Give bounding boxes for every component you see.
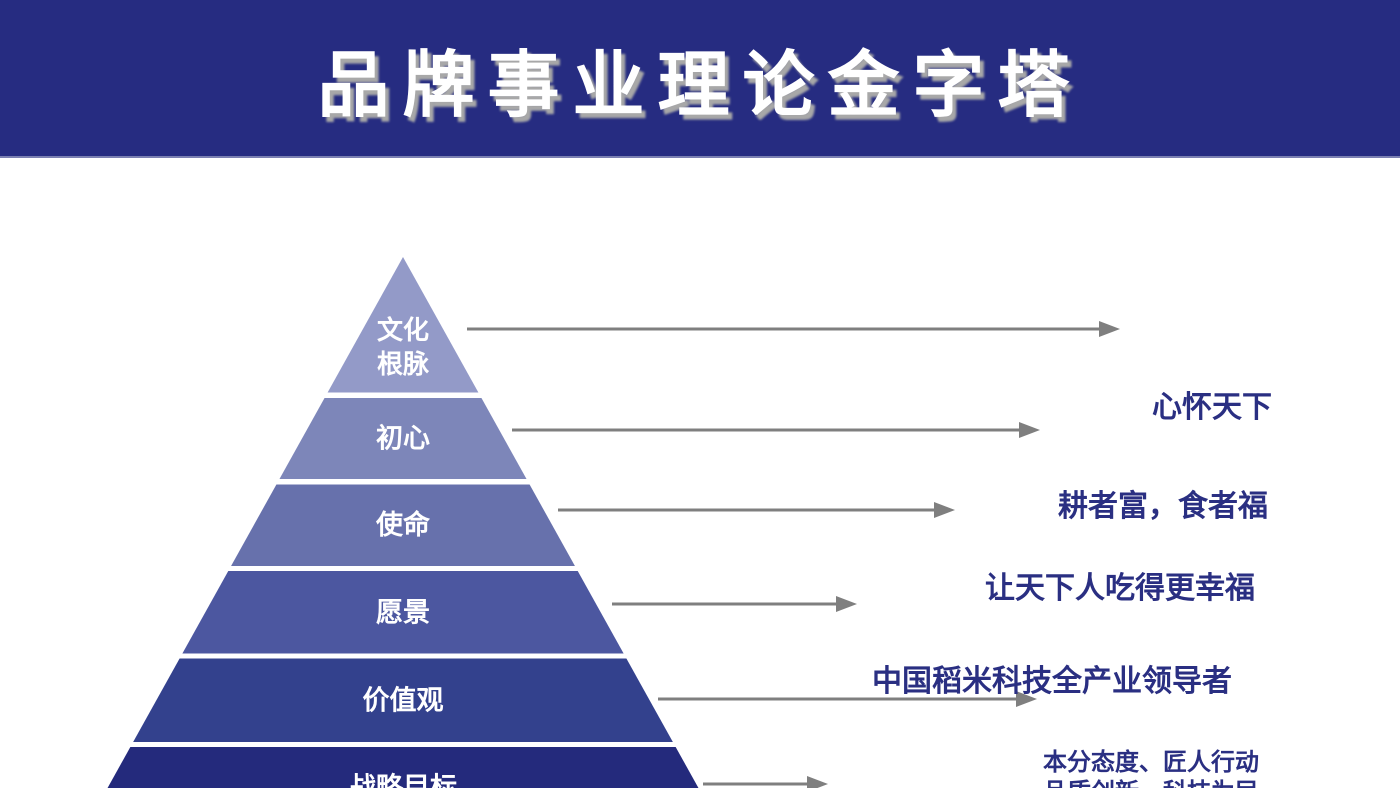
- pyramid-level-label: 使命: [375, 509, 431, 540]
- pyramid-level-label-line: 根脉: [377, 349, 430, 379]
- pyramid-level-label: 愿景: [376, 598, 430, 628]
- pyramid-level-label: 文化根脉: [377, 315, 430, 379]
- pyramid-level-label-line: 使命: [375, 509, 431, 540]
- pyramid-level-shape: [327, 257, 479, 393]
- pyramid-level-label: 初心: [376, 424, 430, 454]
- arrow-head-icon: [1016, 691, 1037, 707]
- pyramid-level-label-line: 愿景: [376, 598, 430, 628]
- pyramid-diagram: 文化根脉初心使命愿景价值观战略目标 心怀天下耕者富，食者福让天下人吃得更幸福中国…: [0, 158, 1400, 788]
- pyramid-level-shape: [107, 747, 699, 788]
- pyramid-level-label: 价值观: [363, 686, 444, 716]
- pyramid-level-label: 战略目标: [349, 772, 457, 788]
- pyramid-level-shape: [133, 658, 673, 742]
- arrow-head-icon: [1099, 321, 1120, 337]
- arrow-head-icon: [934, 502, 955, 518]
- pyramid-level-shape: [279, 398, 527, 479]
- title-banner: 品牌事业理论金字塔: [0, 0, 1400, 158]
- pyramid-level-label-line: 文化: [377, 315, 429, 345]
- pyramid-level-shape: [182, 571, 624, 654]
- pyramid-level-label-line: 战略目标: [349, 772, 457, 788]
- pyramid-level-label-line: 价值观: [363, 686, 444, 716]
- arrow-head-icon: [807, 776, 828, 788]
- pyramid-level-shape: [231, 484, 575, 566]
- arrow-head-icon: [1019, 422, 1040, 438]
- arrow-head-icon: [836, 596, 857, 612]
- pyramid-level-label-line: 初心: [376, 424, 430, 454]
- page-title: 品牌事业理论金字塔: [317, 45, 1083, 126]
